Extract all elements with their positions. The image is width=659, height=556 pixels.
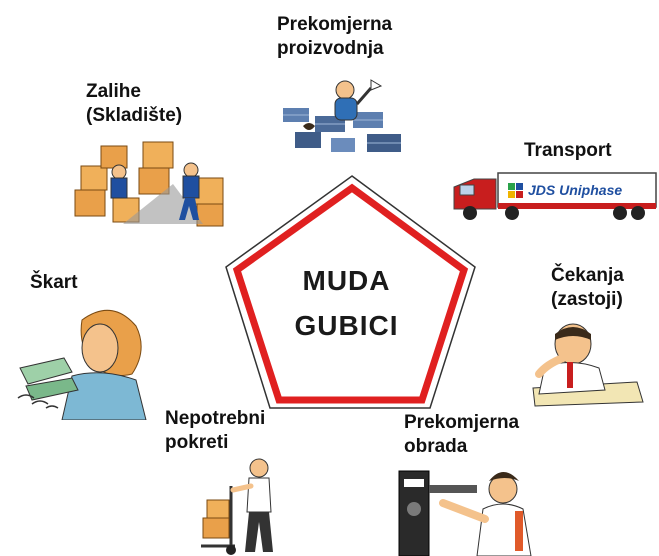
- truck-logo-text: JDS Uniphase: [528, 182, 622, 198]
- label-overproduction: Prekomjerna proizvodnja: [277, 14, 393, 59]
- waiting-man-icon: [532, 323, 644, 407]
- center-title-line2: GUBICI: [294, 310, 399, 341]
- center-title-line1: MUDA: [302, 265, 391, 296]
- overproduction-worker-icon: [283, 79, 401, 152]
- hand-truck-worker-icon: [201, 458, 273, 555]
- label-motion: Nepotrebni pokreti: [165, 408, 266, 453]
- warehouse-boxes-icon: [74, 141, 224, 227]
- label-overprocessing: Prekomjerna obrada: [404, 412, 520, 457]
- machine-operator-icon: [398, 470, 532, 556]
- label-transport: Transport: [524, 140, 612, 161]
- label-inventory: Zalihe (Skladište): [86, 81, 183, 126]
- label-scrap: Škart: [30, 272, 78, 293]
- scrap-woman-icon: [17, 309, 147, 420]
- label-waiting: Čekanja (zastoji): [551, 265, 624, 310]
- truck-icon: JDS Uniphase: [453, 172, 657, 220]
